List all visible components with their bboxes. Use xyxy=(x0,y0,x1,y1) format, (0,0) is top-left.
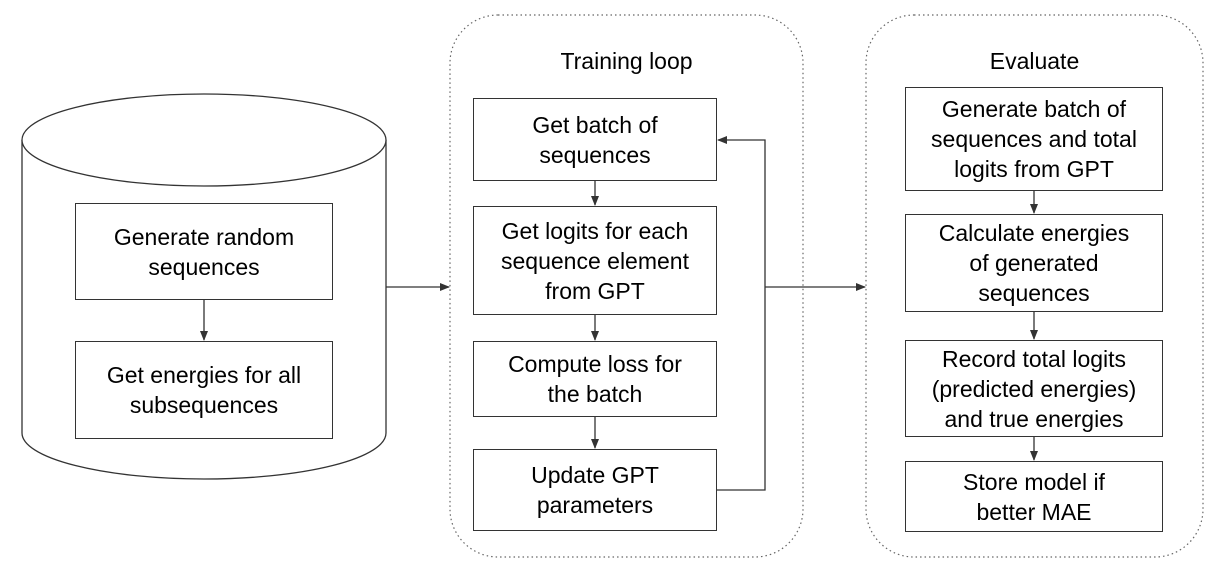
get-batch-step: Get batch of sequences xyxy=(473,98,717,181)
store-model-step: Store model if better MAE xyxy=(905,461,1163,532)
compute-loss-step: Compute loss for the batch xyxy=(473,341,717,417)
training-loop-panel xyxy=(449,14,804,558)
generate-batch-step: Generate batch of sequences and total lo… xyxy=(905,87,1163,191)
training-loop-title: Training loop xyxy=(560,48,693,74)
arrow-loop-back xyxy=(717,136,766,491)
get-energies-step: Get energies for all subsequences xyxy=(75,341,333,439)
update-gpt-step: Update GPT parameters xyxy=(473,449,717,531)
calculate-energies-step: Calculate energies of generated sequence… xyxy=(905,214,1163,312)
get-logits-step: Get logits for each sequence element fro… xyxy=(473,206,717,315)
evaluate-title: Evaluate xyxy=(989,48,1080,74)
generate-random-sequences-step: Generate random sequences xyxy=(75,203,333,300)
record-logits-step: Record total logits (predicted energies)… xyxy=(905,340,1163,437)
